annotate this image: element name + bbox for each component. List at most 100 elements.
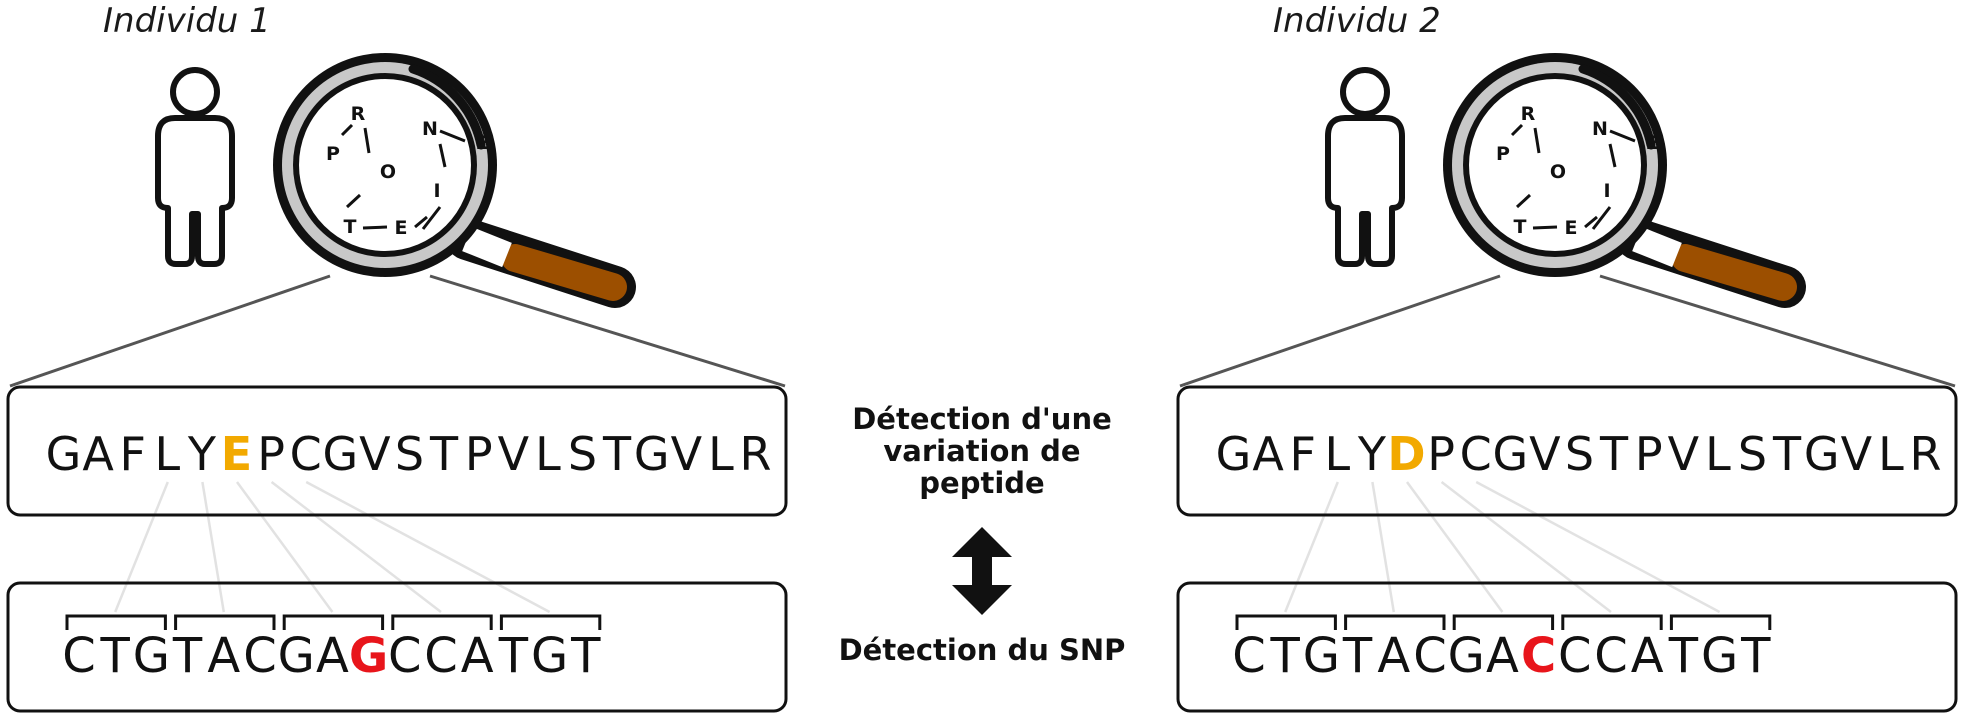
- dna-base: A: [461, 628, 494, 684]
- dna-base: T: [172, 628, 203, 684]
- magnifier-letter: O: [380, 161, 396, 183]
- individual-title: Individu 2: [1273, 1, 1441, 41]
- peptide-residue: L: [1878, 427, 1905, 481]
- magnifier-letter: T: [1514, 216, 1527, 238]
- peptide-residue: V: [1668, 427, 1700, 481]
- peptide-residue: G: [634, 427, 671, 481]
- peptide-residue: F: [119, 427, 146, 481]
- peptide-residue: P: [465, 427, 494, 481]
- peptide-residue: T: [1772, 427, 1802, 481]
- snp-detection-label: Détection du SNP: [838, 633, 1126, 667]
- dna-box: [6, 581, 788, 713]
- peptide-residue: V: [671, 427, 703, 481]
- magnifier-letter: I: [433, 180, 440, 202]
- magnifier-letter: R: [351, 103, 366, 125]
- peptide-residue: L: [1324, 427, 1351, 481]
- peptide-residue: A: [82, 427, 114, 481]
- zoom-line-right: [429, 274, 786, 388]
- dna-base: C: [424, 628, 458, 684]
- peptide-residue: S: [395, 427, 425, 481]
- dna-base: G: [1448, 628, 1485, 684]
- peptide-box: [6, 385, 788, 517]
- magnifier-letter: T: [344, 216, 357, 238]
- dna-base: G: [133, 628, 170, 684]
- peptide-residue: G: [1804, 427, 1841, 481]
- dna-base: C: [243, 628, 277, 684]
- dna-box: [1176, 581, 1958, 713]
- peptide-residue: C: [290, 427, 323, 481]
- zoom-line-left: [1179, 274, 1501, 388]
- dna-base: C: [1232, 628, 1266, 684]
- dna-variant-base: G: [349, 628, 388, 684]
- peptide-residue: S: [1565, 427, 1595, 481]
- peptide-variant-residue: D: [1387, 427, 1426, 481]
- peptide-residue: L: [708, 427, 735, 481]
- peptide-residue: V: [359, 427, 391, 481]
- codon-mapping-lines: [114, 480, 551, 614]
- codon-brackets: [1235, 614, 1772, 630]
- peptide-residue: P: [1427, 427, 1456, 481]
- peptide-residue: G: [1216, 427, 1253, 481]
- peptide-residue: A: [1252, 427, 1284, 481]
- magnifier-letter: P: [326, 143, 340, 165]
- peptide-residue: R: [740, 427, 773, 481]
- codon-brackets: [65, 614, 602, 630]
- dna-base: T: [1668, 628, 1699, 684]
- magnifier-letter: E: [476, 132, 489, 154]
- dna-base: C: [62, 628, 96, 684]
- magnifier-letter: N: [422, 118, 438, 140]
- dna-base: T: [570, 628, 601, 684]
- dna-base: C: [1413, 628, 1447, 684]
- peptide-residue: Y: [1357, 427, 1387, 481]
- peptide-residue: T: [429, 427, 459, 481]
- dna-base: A: [1486, 628, 1519, 684]
- double-arrow-icon: [952, 527, 1012, 615]
- peptide-variant-residue: E: [221, 427, 253, 481]
- dna-base: G: [1701, 628, 1738, 684]
- magnifier-letter: E: [395, 217, 408, 239]
- dna-base: A: [1377, 628, 1410, 684]
- peptide-residue: S: [568, 427, 598, 481]
- dna-base: T: [100, 628, 131, 684]
- peptide-residue: P: [1635, 427, 1664, 481]
- magnifier-icon: R N E P O I T E: [273, 53, 636, 308]
- person-icon: [1325, 67, 1405, 267]
- peptide-residue: T: [602, 427, 632, 481]
- magnifier-letter: P: [1496, 143, 1510, 165]
- zoom-line-left: [9, 274, 331, 388]
- peptide-residue: G: [46, 427, 83, 481]
- peptide-residue: R: [1910, 427, 1943, 481]
- peptide-residue: L: [154, 427, 181, 481]
- peptide-residue: F: [1289, 427, 1316, 481]
- codon-mapping-lines: [1284, 480, 1721, 614]
- dna-base: A: [1631, 628, 1664, 684]
- magnifier-letter: I: [1603, 180, 1610, 202]
- dna-variant-base: C: [1521, 628, 1556, 684]
- peptide-residue: S: [1738, 427, 1768, 481]
- dna-base: A: [316, 628, 349, 684]
- dna-base: G: [1303, 628, 1340, 684]
- peptide-residue: C: [1460, 427, 1493, 481]
- peptide-residue: T: [1599, 427, 1629, 481]
- dna-base: G: [531, 628, 568, 684]
- peptide-residue: Y: [187, 427, 217, 481]
- dna-base: A: [207, 628, 240, 684]
- dna-base: C: [388, 628, 422, 684]
- dna-base: G: [278, 628, 315, 684]
- magnifier-letter: O: [1550, 161, 1566, 183]
- peptide-variation-label: Détection d'une variation de peptide: [852, 402, 1112, 500]
- person-icon: [155, 67, 235, 267]
- magnifier-letter: R: [1521, 103, 1536, 125]
- peptide-residue: V: [498, 427, 530, 481]
- magnifier-letter: E: [1565, 217, 1578, 239]
- magnifier-letter: N: [1592, 118, 1608, 140]
- peptide-residue: V: [1841, 427, 1873, 481]
- peptide-residue: G: [1492, 427, 1529, 481]
